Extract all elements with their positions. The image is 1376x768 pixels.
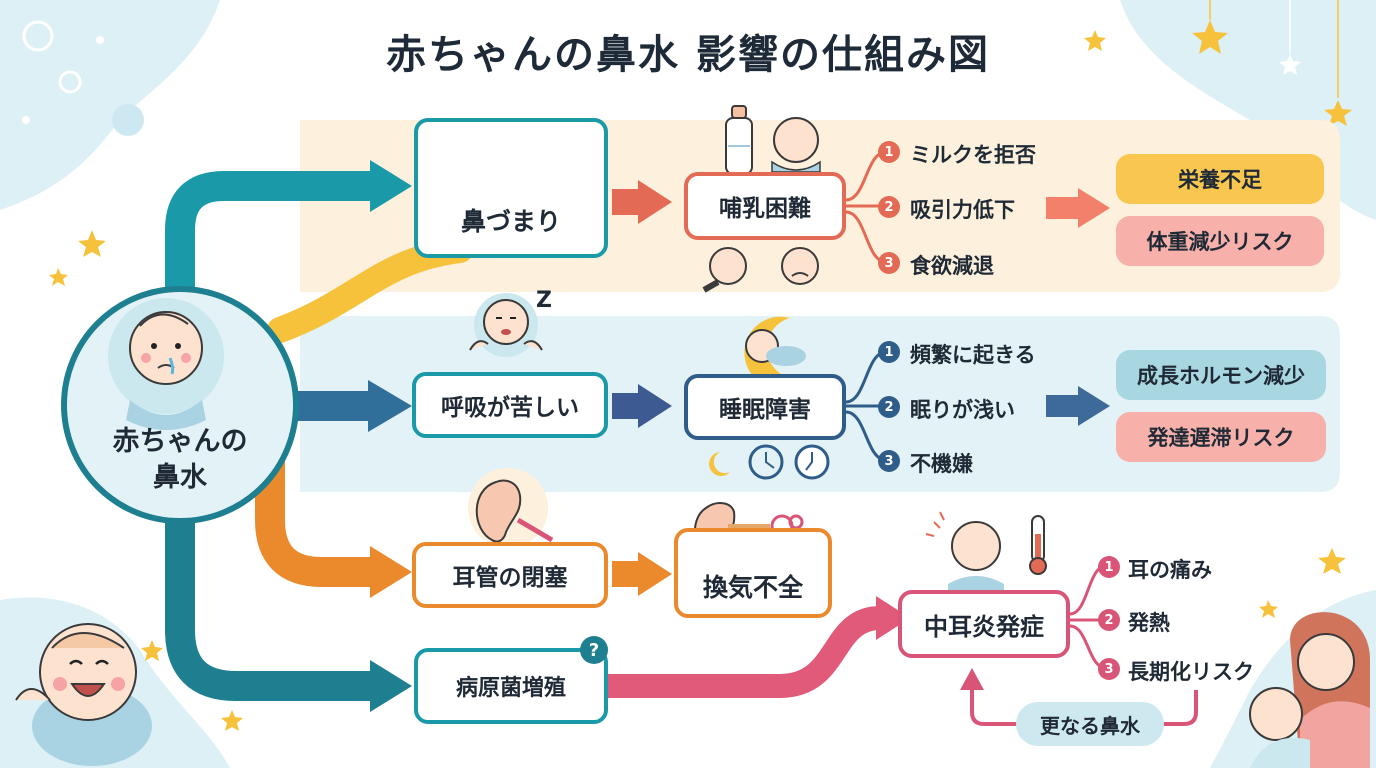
effect-otitis: 中耳炎発症 xyxy=(898,590,1070,658)
darkteal-connector xyxy=(165,510,372,701)
clock-icons xyxy=(709,444,830,480)
orange-arrowhead xyxy=(370,546,412,598)
dot-icon xyxy=(22,116,30,124)
outcome-malnutrition-label: 栄養不足 xyxy=(1178,168,1262,192)
feeding-branch-1-num: 1 xyxy=(878,141,900,163)
center-label-line2: 鼻水 xyxy=(153,462,207,493)
star-icon xyxy=(1192,20,1228,54)
star-icon xyxy=(49,268,68,286)
teal-connector xyxy=(165,171,372,300)
baby-struggling-icon xyxy=(469,293,543,357)
bubble-icon xyxy=(22,20,54,52)
star-icon xyxy=(1259,600,1278,618)
bubble-icon xyxy=(58,70,82,94)
navy-arrowhead xyxy=(368,380,412,432)
happy-baby-icon xyxy=(15,623,152,766)
outcome-weight-loss: 体重減少リスク xyxy=(1116,216,1324,266)
snore-z-icon: Z xyxy=(536,288,552,313)
otitis-branch-1: 耳の痛み xyxy=(1128,558,1212,582)
center-label: 赤ちゃんの 鼻水 xyxy=(90,424,270,496)
outcome-dev-delay-label: 発達遅滞リスク xyxy=(1147,426,1295,450)
baby-runny-nose-icon xyxy=(108,298,224,430)
corner-blob-tl xyxy=(0,0,220,210)
thermometer-icon xyxy=(1029,515,1047,575)
outcome-weight-loss-label: 体重減少リスク xyxy=(1146,230,1294,254)
arrow-breath-to-sleep xyxy=(638,384,672,428)
page-title: 赤ちゃんの鼻水 影響の仕組み図 xyxy=(386,32,990,78)
outcome-growth-hormone: 成長ホルモン減少 xyxy=(1116,350,1326,400)
arrow-to-nutrition xyxy=(1078,188,1110,228)
cause-pathogen-label: 病原菌増殖 xyxy=(455,676,566,701)
feedback-loop xyxy=(970,690,1018,726)
center-label-line1: 赤ちゃんの xyxy=(112,426,248,457)
otitis-branch-3: 長期化リスク xyxy=(1128,660,1254,684)
sleep-branch-1: 頻繁に起きる xyxy=(910,343,1036,367)
effect-feeding-label: 哺乳困難 xyxy=(719,196,811,222)
bubble-icon xyxy=(112,104,144,136)
baby-refusing-icon xyxy=(771,117,821,173)
sleep-branch-3: 不機嫌 xyxy=(910,452,973,476)
feeding-branch-3-num: 3 xyxy=(878,252,900,274)
effect-otitis-label: 中耳炎発症 xyxy=(924,612,1044,641)
sleep-branch-2: 眠りが浅い xyxy=(910,398,1015,422)
otitis-branch-3-num: 3 xyxy=(1098,658,1120,680)
orange-connector xyxy=(255,460,372,587)
effect-ventilation-label: 換気不全 xyxy=(702,573,803,602)
cause-nasal-congestion-label: 鼻づまり xyxy=(460,207,561,236)
cause-nasal-congestion: 鼻づまり xyxy=(414,118,608,258)
arrow-to-growth xyxy=(1078,386,1110,426)
effect-sleep-label: 睡眠障害 xyxy=(719,397,811,423)
otitis-branch-2: 発熱 xyxy=(1128,611,1170,635)
outcome-malnutrition: 栄養不足 xyxy=(1116,154,1324,204)
feeding-branch-2: 吸引力低下 xyxy=(910,198,1015,222)
effect-feeding: 哺乳困難 xyxy=(684,172,846,240)
star-icon xyxy=(78,230,106,257)
effect-sleep: 睡眠障害 xyxy=(684,374,846,440)
pink-arrowhead xyxy=(876,596,910,640)
star-icon xyxy=(141,640,163,661)
sick-baby-icon xyxy=(925,511,1004,592)
star-icon xyxy=(1324,100,1352,126)
effect-ventilation: 換気不全 xyxy=(674,528,832,618)
feeding-branch-1: ミルクを拒否 xyxy=(910,143,1036,167)
cause-breathing-label: 呼吸が苦しい xyxy=(441,395,579,421)
star-icon xyxy=(1318,548,1346,574)
arrow-ear-to-vent xyxy=(638,552,672,596)
crying-babies-icon xyxy=(702,247,819,293)
feedback-arrowhead xyxy=(960,668,984,690)
sleep-branch-1-num: 1 xyxy=(878,341,900,363)
darkteal-arrowhead xyxy=(370,660,412,712)
outcome-more-runny-nose-label: 更なる鼻水 xyxy=(1040,713,1140,738)
sleep-branch-2-num: 2 xyxy=(878,396,900,418)
question-mark: ? xyxy=(588,639,600,661)
dot-icon xyxy=(96,36,104,44)
feeding-branch-2-num: 2 xyxy=(878,196,900,218)
sleep-branch-3-num: 3 xyxy=(878,450,900,472)
cause-ear-tube-label: 耳管の閉塞 xyxy=(452,565,568,591)
star-icons xyxy=(49,20,1352,731)
mother-baby-icon xyxy=(1249,612,1370,768)
otitis-branch-1-num: 1 xyxy=(1098,556,1120,578)
otitis-branch-2-num: 2 xyxy=(1098,609,1120,631)
feeding-branch-3: 食欲減退 xyxy=(910,254,994,278)
cause-ear-tube: 耳管の閉塞 xyxy=(412,542,608,608)
star-icon xyxy=(1279,54,1301,75)
outcome-more-runny-nose: 更なる鼻水 xyxy=(1016,702,1164,746)
pink-connector xyxy=(608,606,882,698)
baby-bottle-icon xyxy=(725,105,753,175)
outcome-dev-delay: 発達遅滞リスク xyxy=(1116,412,1326,462)
star-icon xyxy=(1084,30,1106,51)
ear-icon xyxy=(468,468,554,548)
arrow-nose-to-feeding xyxy=(638,180,672,224)
teal-arrowhead xyxy=(370,160,412,212)
star-icon xyxy=(221,710,243,731)
moon-sleeping-baby-icon xyxy=(744,316,806,389)
outcome-growth-hormone-label: 成長ホルモン減少 xyxy=(1137,364,1305,388)
cause-pathogen: 病原菌増殖 xyxy=(414,648,608,724)
cause-breathing: 呼吸が苦しい xyxy=(412,372,608,438)
question-badge: ? xyxy=(580,636,608,664)
